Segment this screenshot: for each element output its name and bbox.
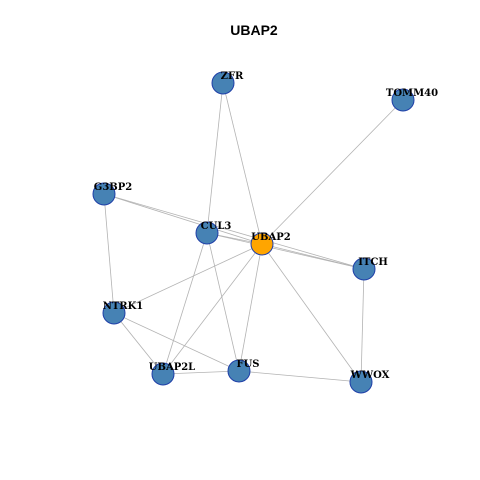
node-label-tomm40: TOMM40 xyxy=(386,88,438,99)
edge-g3bp2-itch xyxy=(103,193,365,270)
edge-ubap2-fus xyxy=(238,243,263,372)
node-wwox: WWOX xyxy=(349,370,390,394)
node-circle-tomm40 xyxy=(391,88,415,112)
node-circle-zfr xyxy=(211,71,235,95)
node-label-wwox: WWOX xyxy=(350,370,390,381)
edge-cul3-itch xyxy=(206,232,365,270)
edge-ubap2-wwox xyxy=(261,243,362,383)
edge-ubap2-itch xyxy=(261,243,365,270)
node-g3bp2: G3BP2 xyxy=(92,182,132,206)
node-circle-cul3 xyxy=(195,221,219,245)
node-circle-ubap2l xyxy=(151,362,175,386)
edge-tomm40-ubap2 xyxy=(261,99,404,245)
edge-itch-wwox xyxy=(360,268,365,383)
node-label-cul3: CUL3 xyxy=(201,221,232,232)
node-label-ubap2: UBAP2 xyxy=(251,232,290,243)
node-label-itch: ITCH xyxy=(358,257,388,268)
edge-ubap2l-fus xyxy=(162,370,240,375)
node-itch: ITCH xyxy=(352,257,388,281)
edge-zfr-ubap2 xyxy=(222,82,263,245)
node-label-g3bp2: G3BP2 xyxy=(94,182,132,193)
edge-zfr-cul3 xyxy=(206,82,224,234)
edge-ubap2-ubap2l xyxy=(162,243,263,375)
edge-cul3-ubap2l xyxy=(162,232,208,375)
node-circle-ubap2 xyxy=(250,232,274,256)
edge-fus-wwox xyxy=(238,370,362,383)
node-circle-wwox xyxy=(349,370,373,394)
edge-ubap2-ntrk1 xyxy=(113,243,263,314)
node-ubap2l: UBAP2L xyxy=(149,362,195,386)
edge-ntrk1-fus xyxy=(113,312,240,372)
node-label-ntrk1: NTRK1 xyxy=(103,301,144,312)
node-zfr: ZFR xyxy=(211,71,244,95)
edge-cul3-fus xyxy=(206,232,240,372)
edge-ntrk1-ubap2l xyxy=(113,312,164,375)
node-circle-itch xyxy=(352,257,376,281)
node-circle-fus xyxy=(227,359,251,383)
edge-g3bp2-ubap2 xyxy=(103,193,263,245)
node-label-zfr: ZFR xyxy=(221,71,244,82)
node-label-fus: FUS xyxy=(236,359,259,370)
node-tomm40: TOMM40 xyxy=(386,88,438,112)
node-ubap2: UBAP2 xyxy=(250,232,291,256)
node-circle-ntrk1 xyxy=(102,301,126,325)
edge-g3bp2-ntrk1 xyxy=(103,193,115,314)
node-fus: FUS xyxy=(227,359,260,383)
node-ntrk1: NTRK1 xyxy=(102,301,144,325)
diagram-title: UBAP2 xyxy=(230,22,278,38)
node-label-ubap2l: UBAP2L xyxy=(149,362,195,373)
edges-layer xyxy=(103,82,404,383)
node-cul3: CUL3 xyxy=(195,221,232,245)
node-circle-g3bp2 xyxy=(92,182,116,206)
